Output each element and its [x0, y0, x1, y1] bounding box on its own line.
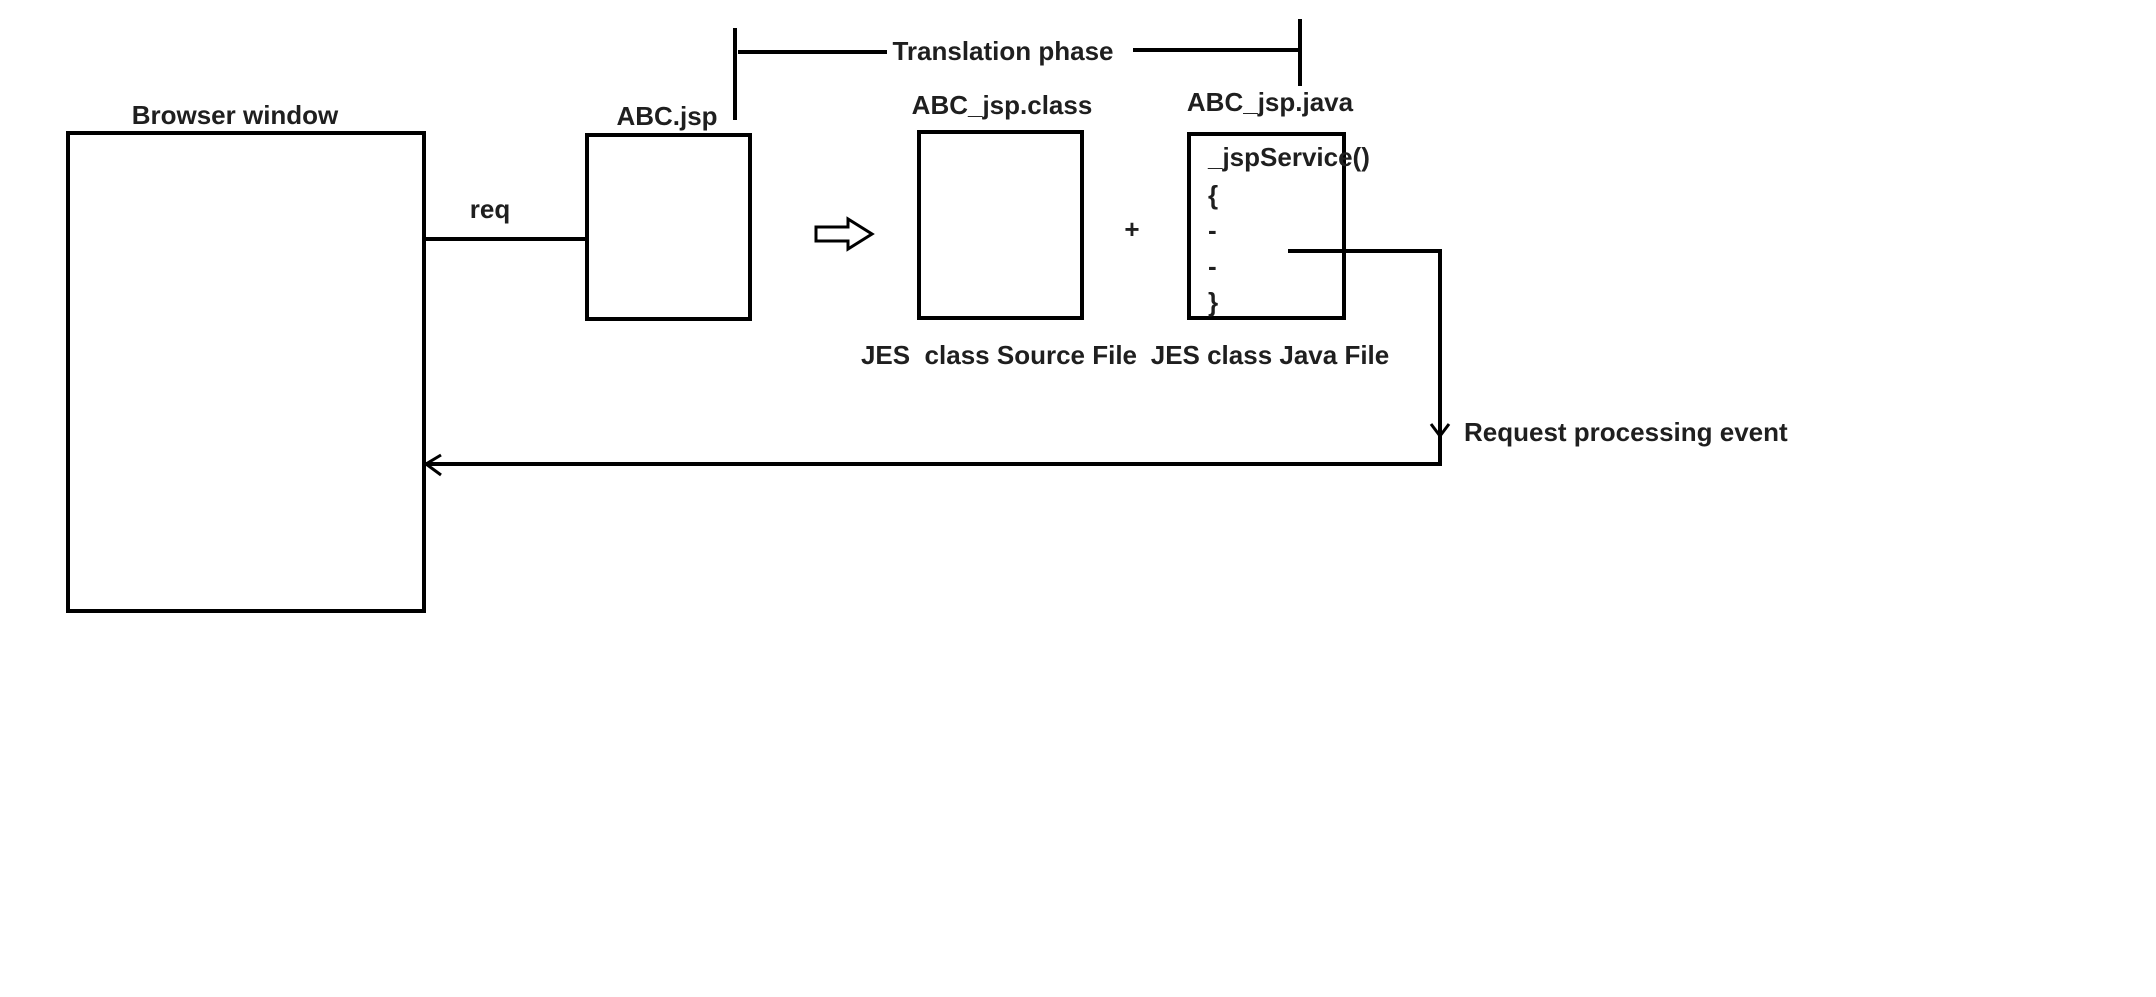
code-line-jspservice: _jspService()	[1207, 142, 1370, 172]
abc-jsp-java-box	[1187, 132, 1346, 320]
response-path-line	[424, 249, 1442, 466]
translation-phase-label: Translation phase	[892, 36, 1113, 66]
code-line-dash-1: -	[1208, 215, 1217, 245]
abc-jsp-class-box	[917, 130, 1084, 320]
left-arrowhead-icon	[423, 453, 442, 477]
class-source-file-label: JES class Source File	[861, 340, 1137, 370]
down-arrowhead-icon	[1429, 423, 1451, 439]
translation-arrow-icon	[814, 216, 875, 252]
abc-jsp-label: ABC.jsp	[616, 101, 717, 131]
abc-jsp-class-label: ABC_jsp.class	[912, 90, 1093, 120]
browser-window-box	[66, 131, 426, 613]
code-line-open-brace: {	[1208, 180, 1218, 210]
browser-window-label: Browser window	[132, 100, 339, 130]
abc-jsp-java-label: ABC_jsp.java	[1187, 87, 1354, 117]
plus-sign: +	[1124, 214, 1139, 244]
abc-jsp-box	[585, 133, 752, 321]
request-processing-event-label: Request processing event	[1464, 417, 1788, 447]
req-label: req	[470, 194, 510, 224]
code-line-dash-2: -	[1208, 251, 1217, 281]
code-line-close-brace: }	[1208, 287, 1218, 317]
class-java-file-label: JES class Java File	[1151, 340, 1390, 370]
